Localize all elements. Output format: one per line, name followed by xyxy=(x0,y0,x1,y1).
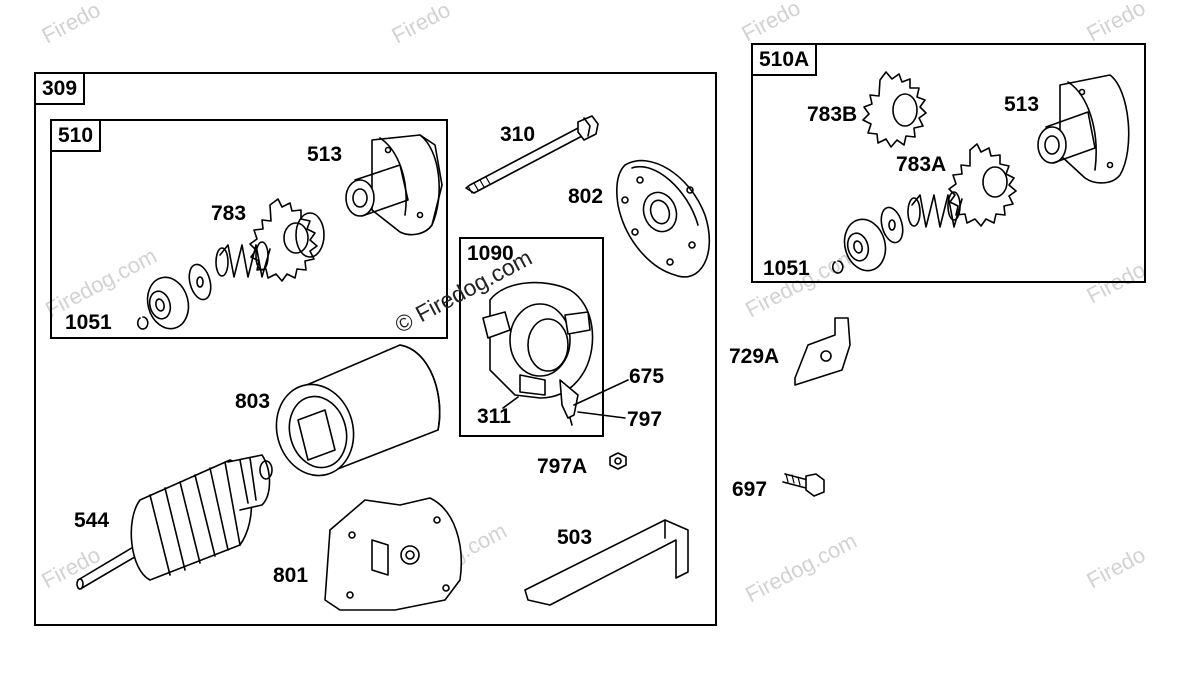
strap-503 xyxy=(524,519,689,606)
drive-housing-513b xyxy=(1037,74,1130,184)
nut-797a xyxy=(609,452,627,470)
pinion-gear-783a xyxy=(948,143,1017,227)
part-label-783a: 783A xyxy=(896,153,947,176)
pinion-gear-783b xyxy=(862,71,927,148)
collar-left xyxy=(146,276,190,330)
part-label-544: 544 xyxy=(74,509,110,532)
spring-right xyxy=(907,191,963,228)
part-label-311: 311 xyxy=(477,405,511,428)
part-label-1051-right: 1051 xyxy=(763,257,810,280)
part-label-513-right: 513 xyxy=(1004,93,1040,116)
group-510-label: 510 xyxy=(52,121,102,152)
end-plate-802 xyxy=(616,159,711,278)
bolt-310 xyxy=(465,115,599,194)
washer-right xyxy=(880,206,904,244)
leader-797 xyxy=(577,411,626,419)
part-label-801: 801 xyxy=(273,564,309,587)
group-1090-frame: 1090 xyxy=(459,237,604,437)
group-309-label: 309 xyxy=(36,74,86,105)
group-510-frame: 510 xyxy=(50,119,448,339)
bracket-801 xyxy=(324,497,462,611)
retaining-ring-right xyxy=(831,260,844,274)
part-label-797: 797 xyxy=(627,408,663,431)
washer-left xyxy=(188,263,212,301)
leader-675 xyxy=(573,379,629,406)
group-309-frame: 309 xyxy=(34,72,717,626)
clip-729a xyxy=(794,317,851,386)
motor-housing-803 xyxy=(275,344,441,477)
part-label-803: 803 xyxy=(235,390,271,413)
part-label-802: 802 xyxy=(568,185,604,208)
collar-right xyxy=(843,218,887,272)
group-510a-label: 510A xyxy=(753,45,818,76)
group-510a-frame: 510A xyxy=(751,43,1146,283)
armature-544 xyxy=(76,454,273,590)
part-label-675: 675 xyxy=(629,365,665,388)
spring-left xyxy=(215,241,271,278)
retaining-ring-left xyxy=(136,316,149,330)
part-label-1051: 1051 xyxy=(65,311,112,334)
part-label-783: 783 xyxy=(211,202,247,225)
part-label-513: 513 xyxy=(307,143,343,166)
part-label-310: 310 xyxy=(500,123,536,146)
leader-311 xyxy=(502,396,519,409)
brush-holder-1090 xyxy=(482,281,594,426)
group-1090-label: 1090 xyxy=(467,242,514,265)
part-label-503: 503 xyxy=(557,526,593,549)
part-label-697: 697 xyxy=(732,478,768,501)
drive-housing-513 xyxy=(345,134,443,236)
screw-697 xyxy=(782,473,825,497)
part-label-729a: 729A xyxy=(729,345,780,368)
part-label-783b: 783B xyxy=(807,103,858,126)
part-label-797a: 797A xyxy=(537,455,588,478)
